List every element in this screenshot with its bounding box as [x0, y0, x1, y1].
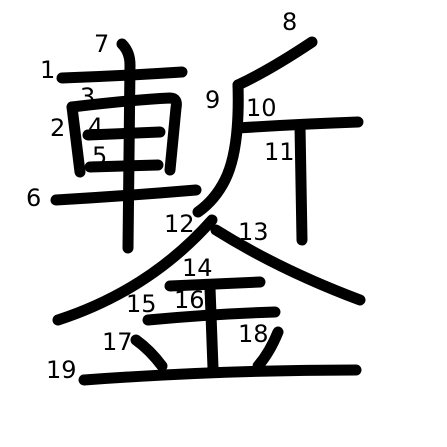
- stroke-number-9: 9: [205, 86, 220, 114]
- stroke-2: [66, 101, 86, 178]
- stroke-number-1: 1: [40, 56, 55, 84]
- stroke-number-17: 17: [102, 328, 133, 356]
- stroke-number-18: 18: [238, 320, 269, 348]
- stroke-number-16: 16: [174, 286, 205, 314]
- stroke-16: [204, 282, 219, 374]
- stroke-number-7: 7: [94, 30, 109, 58]
- stroke-17: [130, 334, 168, 372]
- stroke-number-12: 12: [164, 210, 195, 238]
- stroke-9: [192, 79, 244, 218]
- stroke-number-19: 19: [46, 356, 77, 384]
- stroke-12: [52, 214, 218, 326]
- stroke-13: [210, 224, 366, 306]
- stroke-number-4: 4: [88, 113, 103, 141]
- stroke-number-6: 6: [26, 184, 41, 212]
- stroke-14: [164, 276, 266, 292]
- stroke-number-15: 15: [126, 290, 157, 318]
- stroke-7: [116, 38, 136, 254]
- stroke-3: [66, 92, 182, 176]
- stroke-number-8: 8: [282, 8, 297, 36]
- stroke-1: [56, 66, 188, 84]
- stroke-11: [294, 120, 308, 246]
- stroke-number-14: 14: [182, 254, 213, 282]
- stroke-number-2: 2: [50, 114, 65, 142]
- stroke-number-10: 10: [246, 94, 277, 122]
- stroke-19: [78, 364, 362, 386]
- stroke-18: [252, 326, 284, 372]
- stroke-number-5: 5: [92, 142, 107, 170]
- stroke-8: [232, 36, 318, 91]
- stroke-number-11: 11: [264, 138, 295, 166]
- stroke-number-13: 13: [238, 218, 269, 246]
- stroke-number-3: 3: [80, 83, 95, 111]
